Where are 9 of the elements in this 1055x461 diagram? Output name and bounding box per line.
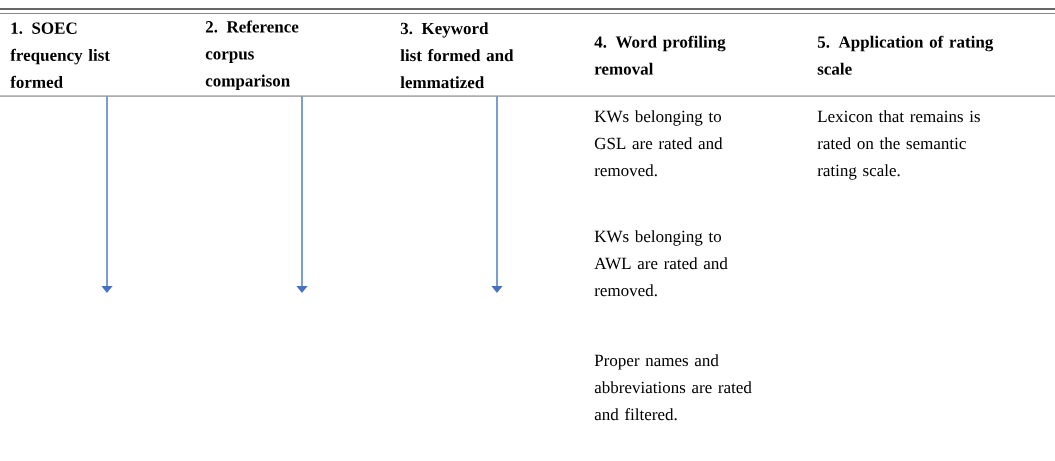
header-cell: 1. SOEC frequency list formed <box>10 22 110 88</box>
header-cell: 4. Word profiling removal <box>594 35 726 75</box>
body-text: KWs belonging to GSL are rated and removed. <box>594 110 723 177</box>
body-text: Proper names and abbreviations are rated and filtered. <box>594 354 752 421</box>
body-text: KWs belonging to AWL are rated and removed. <box>594 230 728 297</box>
header-cell: 2. Reference corpus comparison <box>205 20 299 90</box>
header-cell: 3. Keyword list formed and lemmatized <box>400 22 514 89</box>
body-text: Lexicon that remains is rated on the semantic rating scale. <box>817 110 980 180</box>
header-cell: 5. Application of rating scale <box>817 35 994 75</box>
